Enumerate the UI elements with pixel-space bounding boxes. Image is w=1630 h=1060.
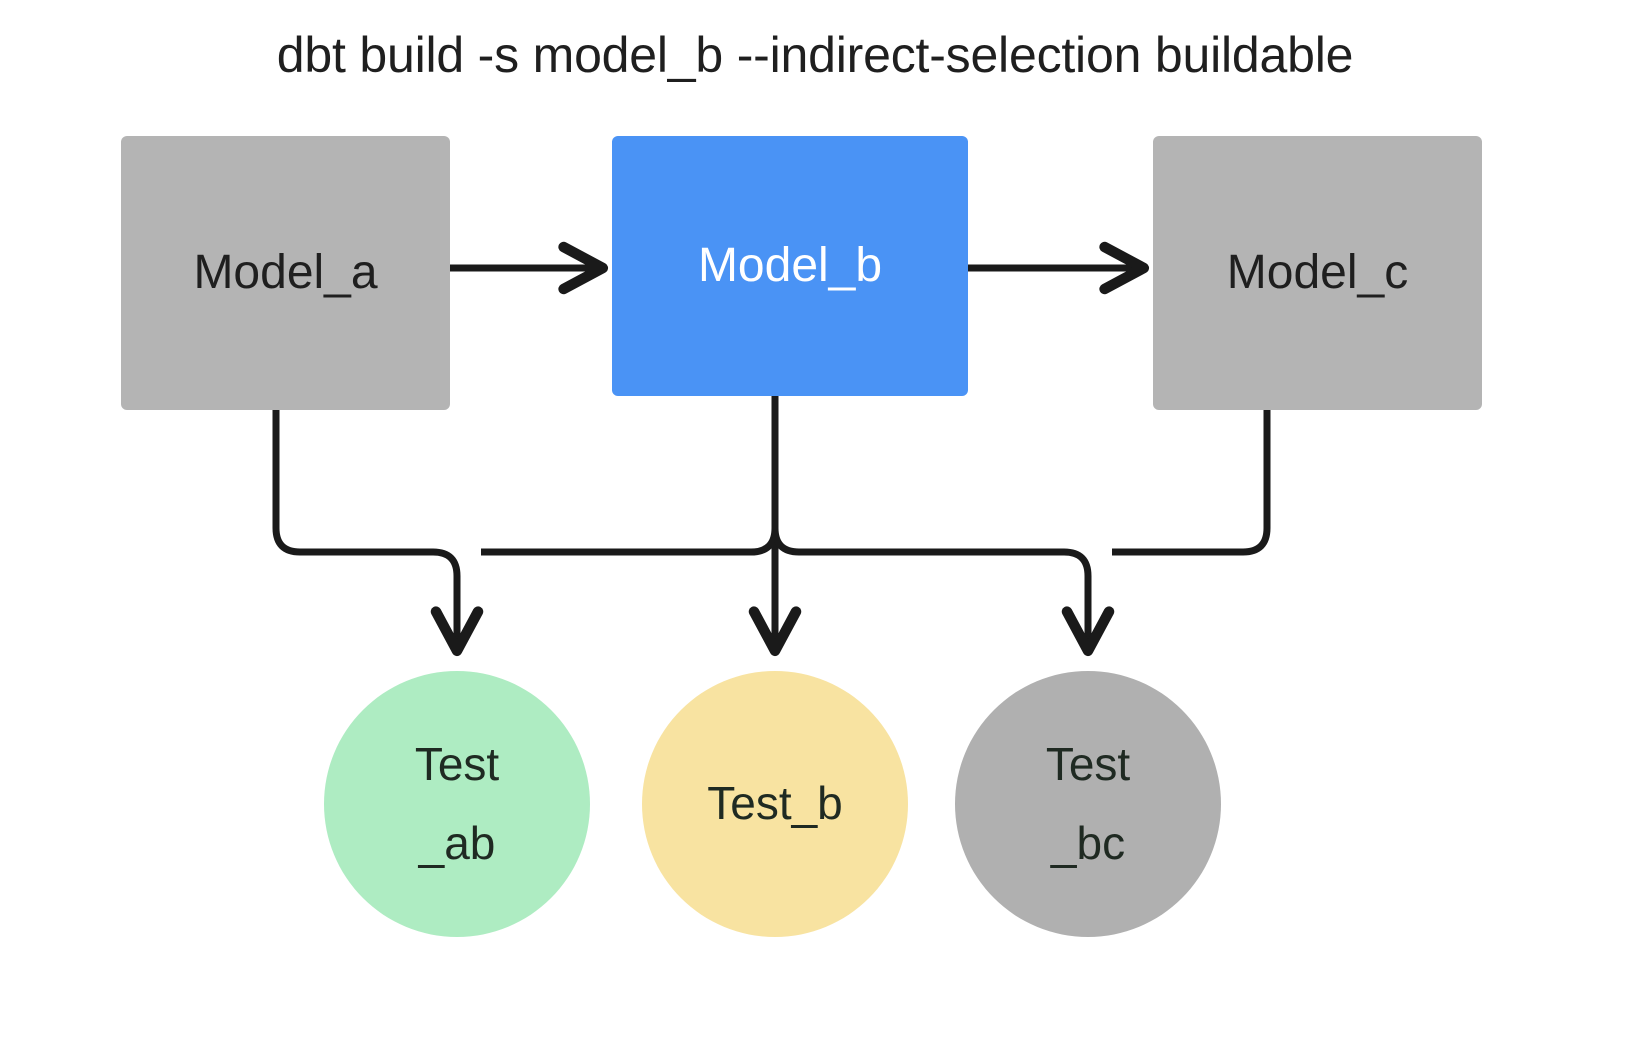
edge-model-b-to-test-bc	[771, 396, 1115, 657]
node-model-b-label: Model_b	[697, 238, 883, 292]
node-model-c[interactable]: Model_c	[1153, 136, 1482, 410]
page-title: dbt build -s model_b --indirect-selectio…	[276, 27, 1354, 83]
node-test-ab-label: Test _ab	[414, 737, 500, 869]
edge-model-c-to-test-bc	[1112, 410, 1271, 556]
edge-model-a-to-test-ab	[272, 410, 484, 657]
node-test-ab[interactable]: Test _ab	[324, 671, 590, 937]
node-model-b[interactable]: Model_b	[612, 136, 968, 396]
node-model-a[interactable]: Model_a	[121, 136, 450, 410]
node-test-b[interactable]: Test_b	[642, 671, 908, 937]
edge-model-b-to-test-ab	[481, 396, 779, 556]
node-test-b-label: Test_b	[707, 777, 843, 830]
node-test-bc[interactable]: Test _bc	[955, 671, 1221, 937]
node-model-c-label: Model_c	[1226, 245, 1409, 299]
node-model-a-label: Model_a	[193, 245, 378, 299]
node-test-bc-label: Test _bc	[1045, 737, 1131, 869]
